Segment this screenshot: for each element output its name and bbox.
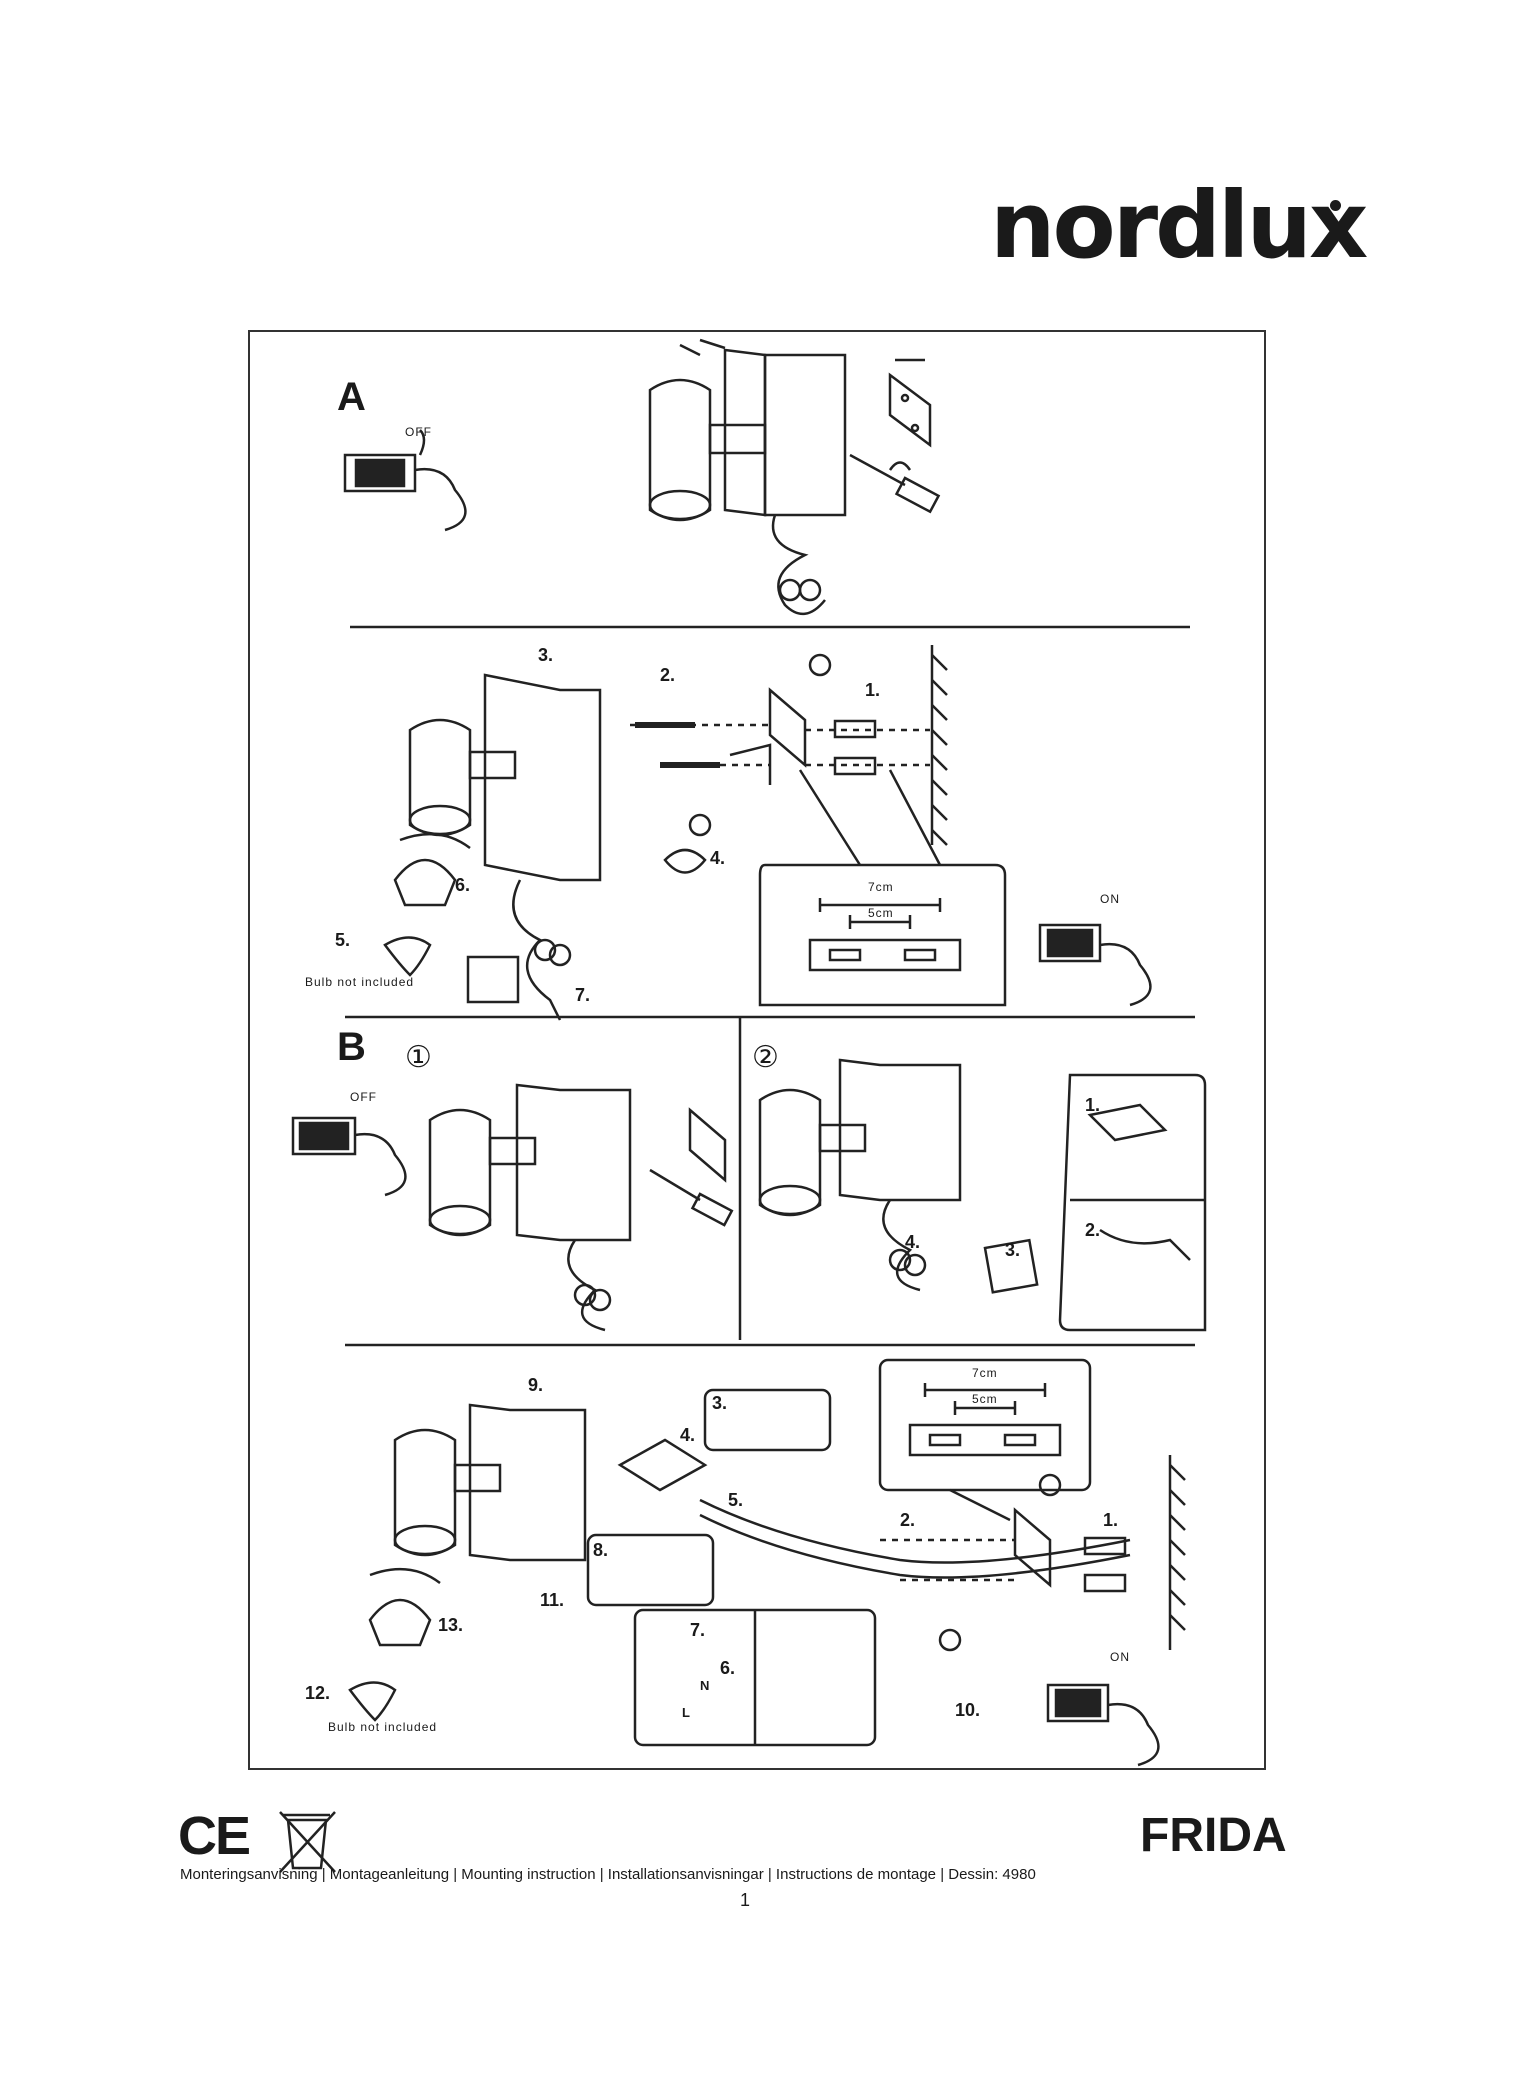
bulb-a2 — [383, 832, 471, 977]
step-b3-5: 5. — [728, 1490, 744, 1510]
inset-b3-mid — [586, 1533, 715, 1607]
wire-n-label: N — [700, 1678, 710, 1693]
bracket-a2 — [630, 653, 930, 874]
inset-b2 — [1058, 1073, 1207, 1332]
step-b3-4: 4. — [680, 1425, 696, 1445]
step-a-1: 1. — [865, 680, 881, 700]
step-b3-1: 1. — [1103, 1510, 1119, 1530]
step-b3-2: 2. — [900, 1510, 916, 1530]
step-a-3: 3. — [538, 645, 554, 665]
step-b3-13: 13. — [438, 1615, 464, 1635]
step-b3-8: 8. — [593, 1540, 609, 1560]
step-a-6: 6. — [455, 875, 471, 895]
footer-text: Monteringsanvisning | Montageanleitung |… — [180, 1866, 1036, 1883]
step-b2-1: 1. — [1085, 1095, 1101, 1115]
logo-dot — [1330, 200, 1341, 211]
nordlux-logo: nordlux — [990, 172, 1368, 279]
instruction-frame — [248, 330, 1266, 1770]
bulb-note-a: Bulb not included — [305, 975, 415, 989]
bulb-note-b: Bulb not included — [328, 1720, 438, 1734]
switch-on-icon-a2 — [1038, 923, 1152, 1007]
step-a-2: 2. — [660, 665, 676, 685]
ce-mark: CE — [178, 1806, 251, 1866]
step-b2-3: 3. — [1005, 1240, 1021, 1260]
section-letter-a: A — [337, 375, 366, 419]
step-b3-7: 7. — [690, 1620, 706, 1640]
lamp-b2 — [758, 1058, 962, 1292]
step-b3-6: 6. — [720, 1658, 736, 1678]
bracket-a1 — [888, 358, 932, 448]
weee-bin-icon — [279, 1811, 336, 1873]
dim-outer-b: 7cm — [972, 1366, 998, 1380]
lamp-a1 — [648, 348, 847, 615]
dim-inner-b: 5cm — [972, 1392, 998, 1406]
step-a-4: 4. — [710, 848, 726, 868]
wall-a2 — [930, 645, 948, 846]
step-a-5: 5. — [335, 930, 351, 950]
switch-on-icon-b3 — [1046, 1683, 1160, 1767]
switch-on-label-b: ON — [1110, 1650, 1130, 1664]
bracket-b1 — [649, 1107, 734, 1227]
dimension-inset-b3 — [878, 1358, 1092, 1522]
step-b3-3: 3. — [712, 1393, 728, 1413]
screwdriver-a1 — [849, 453, 941, 514]
switch-off-label-a: OFF — [405, 425, 432, 439]
step-b3-9: 9. — [528, 1375, 544, 1395]
switch-off-icon-a — [343, 429, 467, 532]
page-number: 1 — [740, 1890, 751, 1910]
step-b3-12: 12. — [305, 1683, 331, 1703]
bracket-b3 — [880, 1473, 1127, 1652]
inset-b3-top — [703, 1388, 832, 1452]
product-name: FRIDA — [1140, 1809, 1287, 1862]
lamp-b3 — [393, 1403, 587, 1562]
connector-b3 — [617, 1438, 1131, 1579]
switch-off-label-b: OFF — [350, 1090, 377, 1104]
lamp-b1 — [428, 1083, 632, 1332]
junction-box-b2 — [983, 1238, 1039, 1294]
part-2-marker: ② — [752, 1041, 779, 1074]
section-letter-b: B — [337, 1025, 366, 1069]
step-b2-2: 2. — [1085, 1220, 1101, 1240]
switch-off-icon-b1 — [291, 1116, 407, 1197]
dim-outer-a: 7cm — [868, 880, 894, 894]
dimension-inset-a2 — [758, 769, 1007, 1007]
step-b2-4: 4. — [905, 1232, 921, 1252]
wall-b3 — [1168, 1455, 1186, 1650]
step-b3-11: 11. — [540, 1590, 565, 1610]
screw-arrows-a1 — [679, 338, 726, 357]
switch-on-label-a: ON — [1100, 892, 1120, 906]
lamp-a2 — [408, 673, 602, 1021]
part-1-marker: ① — [405, 1041, 432, 1074]
bulb-b3 — [348, 1567, 441, 1722]
step-b3-10: 10. — [955, 1700, 981, 1720]
dim-inner-a: 5cm — [868, 906, 894, 920]
wire-l-label: L — [682, 1705, 690, 1720]
step-a-7: 7. — [575, 985, 591, 1005]
socket-a2 — [466, 955, 520, 1004]
